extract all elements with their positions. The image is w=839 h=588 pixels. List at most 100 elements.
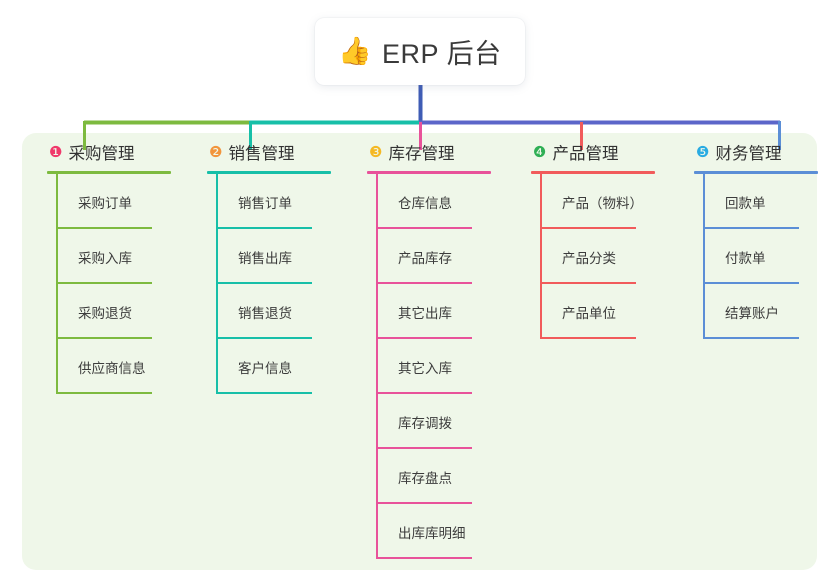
branch-column-4[interactable]: ❹ 产品管理 产品（物料） 产品分类 产品单位 <box>519 133 679 339</box>
branch-title-5: 财务管理 <box>715 145 782 163</box>
item-rule <box>703 337 799 339</box>
branch-columns: ❶ 采购管理 采购订单 采购入库 采购退货 供应商信 <box>22 133 818 570</box>
item-rule <box>376 392 472 394</box>
branch-header-2[interactable]: ❷ 销售管理 <box>195 133 355 171</box>
branch-spine-5 <box>703 174 705 339</box>
item-label: 产品单位 <box>562 305 616 321</box>
list-item[interactable]: 其它入库 <box>376 339 515 394</box>
branch-items-3: 仓库信息 产品库存 其它出库 其它入库 库存调拨 <box>376 174 515 559</box>
branch-column-1[interactable]: ❶ 采购管理 采购订单 采购入库 采购退货 供应商信 <box>35 133 195 394</box>
branch-rule-1 <box>47 171 171 174</box>
item-rule <box>216 282 312 284</box>
list-item[interactable]: 付款单 <box>703 229 839 284</box>
branch-title-1: 采购管理 <box>68 145 135 163</box>
item-rule <box>376 227 472 229</box>
list-item[interactable]: 回款单 <box>703 174 839 229</box>
item-rule <box>56 392 152 394</box>
item-label: 回款单 <box>725 195 766 211</box>
list-item[interactable]: 供应商信息 <box>56 339 195 394</box>
branches-panel <box>22 133 817 570</box>
item-label: 销售退货 <box>238 305 292 321</box>
list-item[interactable]: 销售退货 <box>216 284 355 339</box>
branch-rule-3 <box>367 171 491 174</box>
list-item[interactable]: 采购订单 <box>56 174 195 229</box>
item-label: 采购订单 <box>78 195 132 211</box>
branch-rule-5 <box>694 171 818 174</box>
list-item[interactable]: 客户信息 <box>216 339 355 394</box>
list-item[interactable]: 采购入库 <box>56 229 195 284</box>
item-label: 库存盘点 <box>398 470 452 486</box>
item-label: 付款单 <box>725 250 766 266</box>
list-item[interactable]: 出库库明细 <box>376 504 515 559</box>
item-label: 产品库存 <box>398 250 452 266</box>
item-rule <box>540 227 636 229</box>
item-rule <box>216 337 312 339</box>
root-title: ERP 后台 <box>382 39 502 69</box>
item-label: 其它出库 <box>398 305 452 321</box>
item-label: 仓库信息 <box>398 195 452 211</box>
item-rule <box>703 282 799 284</box>
item-label: 销售出库 <box>238 250 292 266</box>
list-item[interactable]: 其它出库 <box>376 284 515 339</box>
item-label: 出库库明细 <box>398 525 466 541</box>
list-item[interactable]: 库存盘点 <box>376 449 515 504</box>
item-rule <box>376 447 472 449</box>
badge-number-icon-1: ❶ <box>49 142 63 161</box>
branch-items-1: 采购订单 采购入库 采购退货 供应商信息 <box>56 174 195 394</box>
item-rule <box>376 502 472 504</box>
item-label: 采购退货 <box>78 305 132 321</box>
item-label: 采购入库 <box>78 250 132 266</box>
branch-spine-1 <box>56 174 58 394</box>
branch-header-4[interactable]: ❹ 产品管理 <box>519 133 679 171</box>
branch-column-5[interactable]: ❺ 财务管理 回款单 付款单 结算账户 <box>682 133 839 339</box>
badge-number-icon-4: ❹ <box>533 142 547 161</box>
item-rule <box>540 337 636 339</box>
list-item[interactable]: 产品单位 <box>540 284 679 339</box>
branch-header-5[interactable]: ❺ 财务管理 <box>682 133 839 171</box>
list-item[interactable]: 产品（物料） <box>540 174 679 229</box>
item-label: 库存调拨 <box>398 415 452 431</box>
item-rule <box>216 392 312 394</box>
item-rule <box>216 227 312 229</box>
item-label: 供应商信息 <box>78 360 146 376</box>
branch-title-3: 库存管理 <box>388 145 455 163</box>
branch-header-1[interactable]: ❶ 采购管理 <box>35 133 195 171</box>
branch-title-2: 销售管理 <box>228 145 295 163</box>
item-rule <box>703 227 799 229</box>
list-item[interactable]: 产品库存 <box>376 229 515 284</box>
badge-number-icon-2: ❷ <box>209 142 223 161</box>
branch-title-4: 产品管理 <box>552 145 619 163</box>
item-rule <box>540 282 636 284</box>
item-label: 销售订单 <box>238 195 292 211</box>
branch-spine-2 <box>216 174 218 394</box>
branch-items-4: 产品（物料） 产品分类 产品单位 <box>540 174 679 339</box>
list-item[interactable]: 销售出库 <box>216 229 355 284</box>
list-item[interactable]: 销售订单 <box>216 174 355 229</box>
branch-items-5: 回款单 付款单 结算账户 <box>703 174 839 339</box>
item-label: 产品（物料） <box>562 195 643 211</box>
list-item[interactable]: 库存调拨 <box>376 394 515 449</box>
badge-number-icon-5: ❺ <box>696 142 710 161</box>
item-label: 其它入库 <box>398 360 452 376</box>
branch-column-2[interactable]: ❷ 销售管理 销售订单 销售出库 销售退货 客户信息 <box>195 133 355 394</box>
list-item[interactable]: 产品分类 <box>540 229 679 284</box>
item-label: 产品分类 <box>562 250 616 266</box>
branch-rule-4 <box>531 171 655 174</box>
branch-rule-2 <box>207 171 331 174</box>
item-rule <box>376 337 472 339</box>
branch-column-3[interactable]: ❸ 库存管理 仓库信息 产品库存 其它出库 其它入库 <box>355 133 515 559</box>
branch-header-3[interactable]: ❸ 库存管理 <box>355 133 515 171</box>
item-label: 客户信息 <box>238 360 292 376</box>
list-item[interactable]: 采购退货 <box>56 284 195 339</box>
branch-spine-3 <box>376 174 378 559</box>
list-item[interactable]: 结算账户 <box>703 284 839 339</box>
item-label: 结算账户 <box>725 305 779 321</box>
item-rule <box>56 282 152 284</box>
item-rule <box>376 282 472 284</box>
item-rule <box>376 557 472 559</box>
root-node[interactable]: 👍 ERP 后台 <box>315 18 525 85</box>
branch-spine-4 <box>540 174 542 339</box>
item-rule <box>56 227 152 229</box>
list-item[interactable]: 仓库信息 <box>376 174 515 229</box>
